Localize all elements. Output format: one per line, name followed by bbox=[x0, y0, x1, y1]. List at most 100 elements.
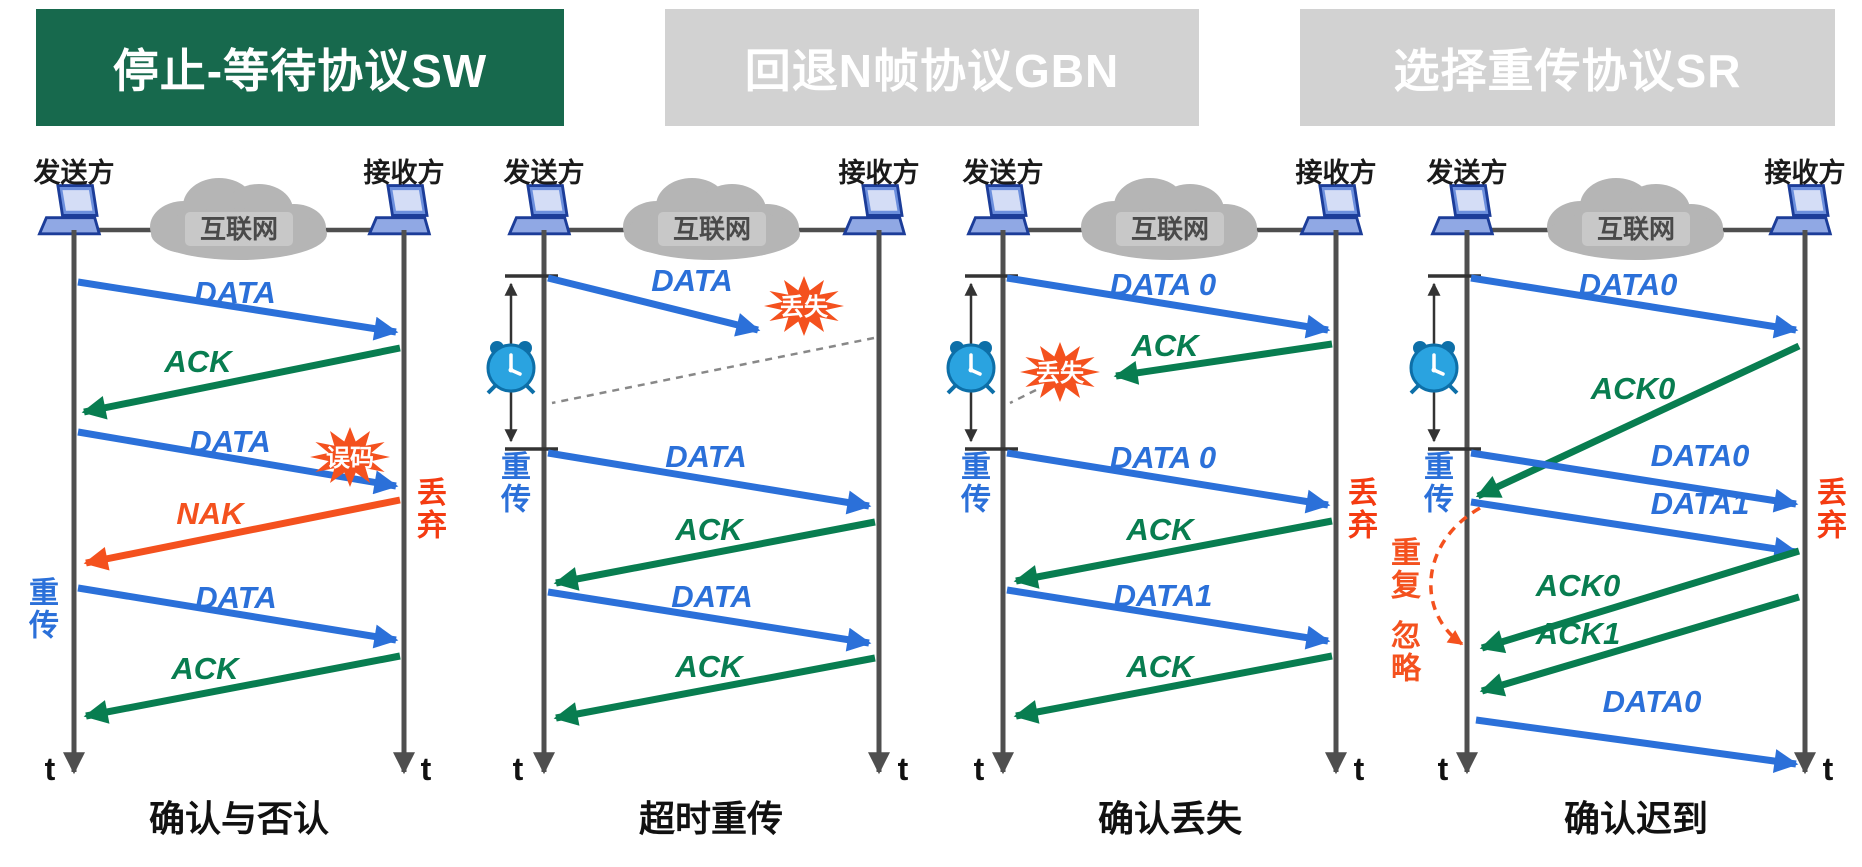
panel-caption: 超时重传 bbox=[639, 798, 783, 839]
time-axis-label: t bbox=[45, 751, 56, 787]
data-arrow bbox=[1470, 274, 1799, 339]
retransmit-label: 重传 bbox=[960, 451, 991, 516]
data-arrow bbox=[1470, 449, 1799, 513]
internet-cloud: 互联网 bbox=[623, 178, 800, 260]
receiver-label: 接收方 bbox=[1765, 157, 1846, 188]
timer-clock-icon bbox=[486, 339, 536, 395]
ack-arrow bbox=[1479, 593, 1800, 697]
sender-label: 发送方 bbox=[503, 157, 585, 188]
panel-ack-late: 互联网 发送方 接收方 DATA0 ACK0 重传 DATA0 DATA1 丢弃… bbox=[1391, 157, 1847, 839]
timer-clock-icon bbox=[1409, 339, 1459, 395]
message-label: ACK0 bbox=[1535, 568, 1620, 603]
missing-ack-dashed-line bbox=[1009, 388, 1037, 405]
message-label: DATA bbox=[194, 275, 276, 310]
message-label: DATA0 bbox=[1603, 684, 1702, 719]
data-arrow bbox=[1006, 274, 1331, 339]
receiver-computer-icon bbox=[843, 184, 906, 236]
ack-arrow bbox=[553, 518, 876, 591]
ack-arrow bbox=[83, 652, 401, 724]
sender-label: 发送方 bbox=[962, 157, 1044, 188]
panel-caption: 确认丢失 bbox=[1098, 798, 1243, 839]
sender-computer-icon bbox=[967, 184, 1030, 236]
receiver-computer-icon bbox=[1300, 184, 1363, 236]
sender-label: 发送方 bbox=[1426, 157, 1508, 188]
message-label: ACK bbox=[674, 649, 745, 684]
ack-arrow bbox=[1113, 340, 1333, 385]
internet-label: 互联网 bbox=[1131, 214, 1209, 244]
internet-label: 互联网 bbox=[673, 214, 751, 244]
data-arrow bbox=[547, 449, 872, 515]
retransmit-label: 重传 bbox=[1423, 451, 1454, 516]
time-axis-label: t bbox=[1354, 751, 1365, 787]
panel-caption: 确认与否认 bbox=[149, 798, 329, 839]
tab-go-back-n-label: 回退N帧协议GBN bbox=[744, 44, 1120, 97]
internet-cloud: 互联网 bbox=[1081, 178, 1258, 260]
ack-arrow bbox=[1479, 547, 1801, 654]
ignore-label: 忽略 bbox=[1391, 620, 1422, 685]
time-axis-label: t bbox=[421, 751, 432, 787]
data-arrow bbox=[1475, 716, 1799, 773]
ack-arrow bbox=[81, 344, 401, 420]
data-arrow bbox=[77, 584, 399, 649]
receiver-computer-icon bbox=[368, 184, 431, 236]
message-label: DATA1 bbox=[1651, 486, 1750, 521]
time-axis-label: t bbox=[513, 751, 524, 787]
discard-label: 丢弃 bbox=[417, 477, 447, 542]
message-label: DATA 0 bbox=[1110, 267, 1216, 302]
message-label: DATA bbox=[195, 580, 277, 615]
lost-label: 丢失 bbox=[780, 294, 829, 321]
ack-arrow bbox=[1013, 517, 1333, 589]
internet-cloud: 互联网 bbox=[1547, 178, 1724, 260]
sender-computer-icon bbox=[1431, 184, 1494, 236]
panel-timeout-retransmit: 互联网 发送方 接收方 DATA 丢失 重传 DATA ACK bbox=[486, 157, 920, 839]
time-axis-label: t bbox=[1823, 751, 1834, 787]
time-axis-label: t bbox=[974, 751, 985, 787]
message-label: DATA0 bbox=[1579, 267, 1678, 302]
message-label: DATA 0 bbox=[1110, 440, 1216, 475]
message-label: DATA bbox=[671, 579, 753, 614]
message-label: ACK bbox=[170, 651, 241, 686]
cloud-label-plate bbox=[1582, 212, 1690, 246]
retransmit-label: 重传 bbox=[500, 451, 531, 516]
message-label: DATA bbox=[189, 424, 271, 459]
duplicate-label: 重复 bbox=[1391, 537, 1421, 602]
sender-computer-icon bbox=[508, 184, 571, 236]
frame-lost-burst-icon: 丢失 bbox=[764, 276, 844, 336]
data-arrow bbox=[77, 278, 399, 341]
ack-arrow bbox=[553, 654, 876, 726]
missing-ack-dashed-line bbox=[551, 336, 875, 405]
data-arrow bbox=[1470, 498, 1799, 561]
message-label: ACK bbox=[1125, 512, 1196, 547]
message-label: NAK bbox=[176, 496, 246, 531]
internet-cloud: 互联网 bbox=[150, 178, 327, 260]
message-label: DATA1 bbox=[1114, 578, 1213, 613]
data-arrow bbox=[77, 428, 399, 495]
tab-stop-and-wait: 停止-等待协议SW bbox=[36, 9, 564, 126]
sender-label: 发送方 bbox=[33, 157, 115, 188]
ack-arrow bbox=[1013, 652, 1333, 724]
message-label: DATA bbox=[665, 439, 747, 474]
panel-caption: 确认迟到 bbox=[1564, 798, 1708, 839]
message-label: ACK1 bbox=[1535, 616, 1620, 651]
panel-ack-nak: 互联网 发送方 接收方 DATA ACK DATA 误码 NAK DATA AC… bbox=[28, 157, 447, 839]
duplicate-ack-dashed-curve bbox=[1429, 506, 1481, 646]
bit-error-label: 误码 bbox=[326, 445, 374, 472]
timer-clock-icon bbox=[946, 339, 996, 395]
tab-go-back-n: 回退N帧协议GBN bbox=[665, 9, 1199, 126]
lost-label: 丢失 bbox=[1036, 360, 1085, 387]
ack-lost-burst-icon: 丢失 bbox=[1020, 342, 1100, 402]
message-label: DATA0 bbox=[1651, 438, 1750, 473]
receiver-label: 接收方 bbox=[1296, 157, 1377, 188]
message-label: ACK bbox=[1125, 649, 1196, 684]
bit-error-burst-icon: 误码 bbox=[310, 427, 390, 487]
tab-selective-repeat: 选择重传协议SR bbox=[1300, 9, 1835, 126]
data-arrow bbox=[1006, 586, 1331, 650]
message-label: ACK0 bbox=[1590, 371, 1675, 406]
internet-label: 互联网 bbox=[200, 214, 278, 244]
message-label: ACK bbox=[1130, 328, 1201, 363]
message-label: ACK bbox=[163, 344, 234, 379]
message-label: DATA bbox=[651, 263, 733, 298]
sender-computer-icon bbox=[38, 184, 101, 236]
